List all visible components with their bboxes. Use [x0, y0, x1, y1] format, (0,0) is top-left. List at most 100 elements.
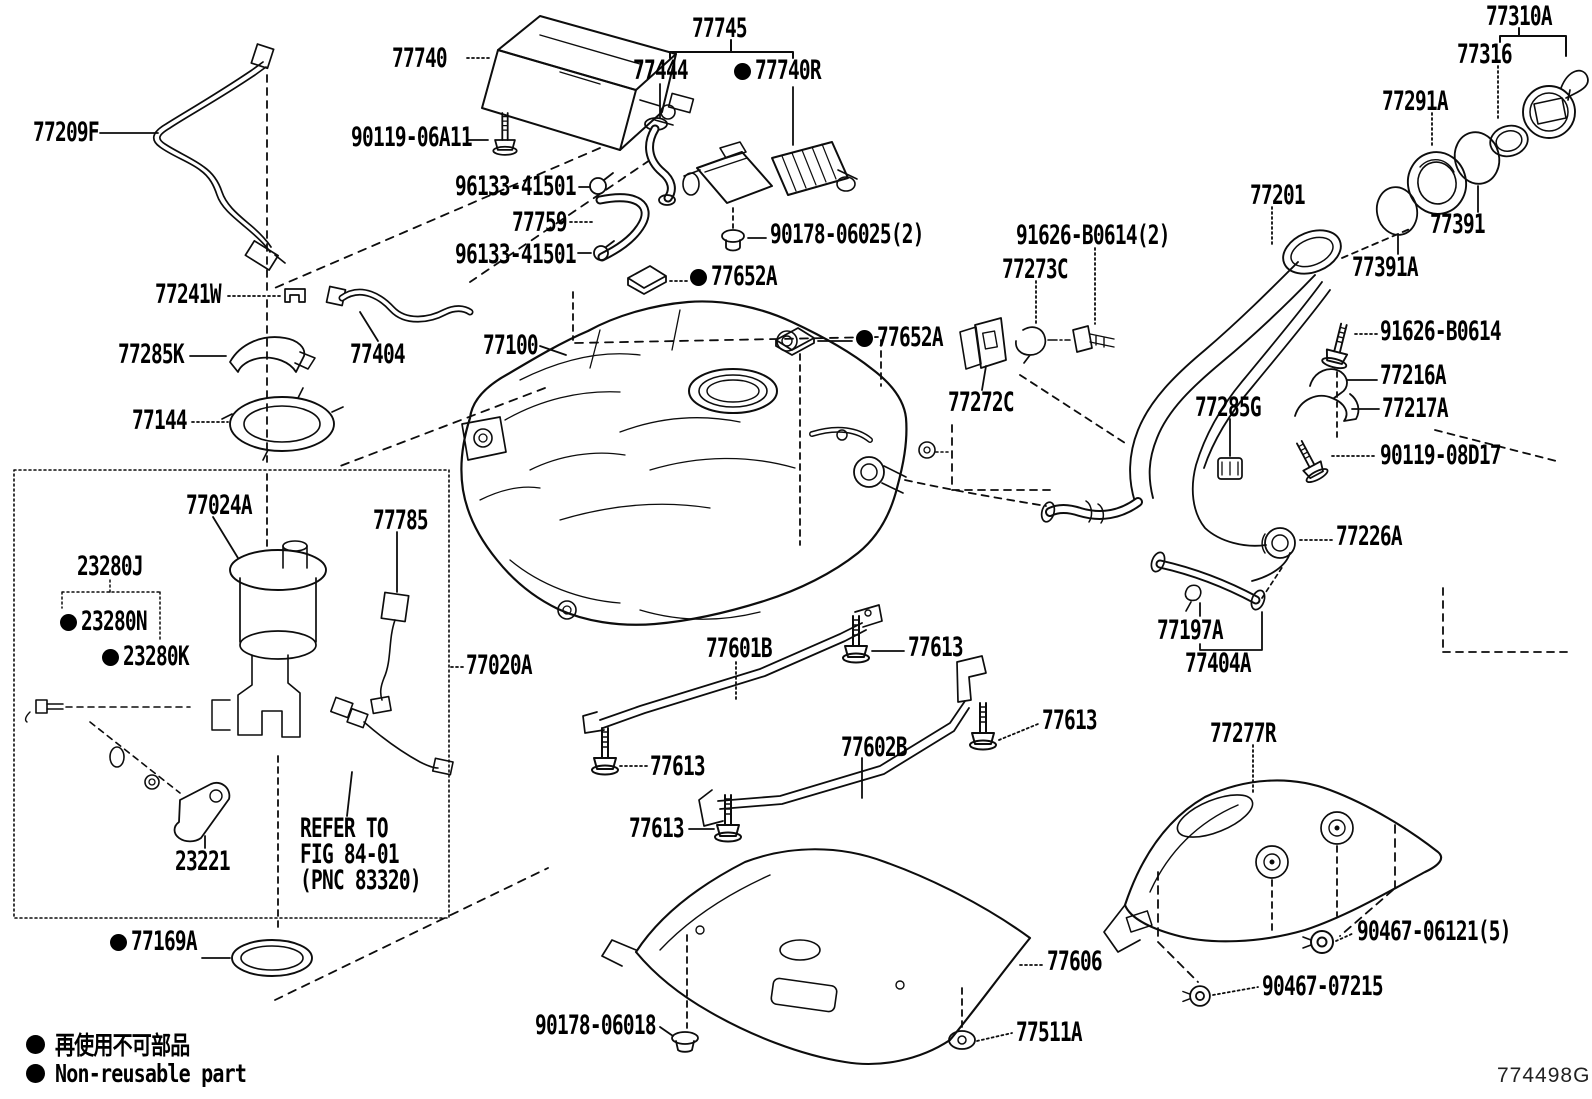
part-label-77511A[interactable]: 77511A — [1016, 1017, 1108, 1048]
part-number-text: 90119-08D17 — [1380, 440, 1502, 471]
part-label-77652A-b[interactable]: 77652A — [856, 324, 969, 351]
part-number-text: 77740R — [755, 55, 822, 86]
diagram-code: 774498G — [1497, 1064, 1591, 1087]
tank-cushion-77652A — [572, 265, 882, 546]
tank-bands — [582, 604, 1039, 843]
non-reusable-bullet-icon — [856, 330, 873, 347]
part-label-77209F[interactable]: 77209F — [33, 119, 125, 146]
part-number-text: 23280N — [81, 606, 148, 637]
part-label-77024A[interactable]: 77024A — [186, 492, 278, 519]
part-label-91626-B0614-2[interactable]: 91626-B0614(2) — [1016, 222, 1230, 249]
part-label-90119-08D17[interactable]: 90119-08D17 — [1380, 440, 1548, 471]
refer-note-line: FIG 84-01 — [300, 839, 400, 870]
part-number-text: 77613 — [1042, 705, 1098, 736]
part-label-77201[interactable]: 77201 — [1250, 180, 1326, 211]
part-label-77391A[interactable]: 77391A — [1352, 254, 1444, 281]
fuel-vapor-hose-77759 — [569, 172, 650, 262]
part-label-77404A[interactable]: 77404A — [1185, 648, 1277, 679]
part-label-77273C[interactable]: 77273C — [1002, 254, 1094, 285]
part-label-77652A-a[interactable]: 77652A — [690, 263, 803, 290]
part-label-90467-06121[interactable]: 90467-06121(5) — [1357, 916, 1571, 947]
part-label-77606[interactable]: 77606 — [1047, 946, 1123, 977]
part-label-23280J[interactable]: 23280J — [77, 553, 169, 580]
part-label-77740R[interactable]: 77740R — [734, 55, 847, 86]
part-number-text: 77511A — [1016, 1017, 1083, 1048]
part-label-77291A[interactable]: 77291A — [1382, 86, 1474, 117]
part-number-text: 77785 — [373, 505, 429, 536]
part-label-77613-d[interactable]: 77613 — [629, 813, 705, 844]
part-label-77391[interactable]: 77391 — [1430, 209, 1506, 240]
part-number-text: 77197A — [1157, 615, 1224, 646]
part-label-77169A[interactable]: 77169A — [110, 928, 223, 955]
part-number-text: 77273C — [1002, 254, 1069, 285]
part-label-23221[interactable]: 23221 — [175, 848, 251, 875]
part-number-text: 77391 — [1430, 209, 1486, 240]
part-number-text: 77020A — [466, 650, 533, 681]
part-label-90178-06018[interactable]: 90178-06018 — [535, 1012, 703, 1039]
part-label-77241W[interactable]: 77241W — [155, 281, 247, 308]
non-reusable-bullet-icon — [690, 269, 707, 286]
part-label-77144[interactable]: 77144 — [132, 405, 208, 436]
part-number-text: 77291A — [1382, 86, 1449, 117]
part-label-77601B[interactable]: 77601B — [706, 635, 798, 662]
legend-row-en: Non-reusable part — [26, 1057, 294, 1088]
part-label-77613-b[interactable]: 77613 — [1042, 705, 1118, 736]
part-number-text: 77602B — [841, 732, 908, 763]
part-label-77745[interactable]: 77745 — [692, 15, 768, 42]
part-label-77285G[interactable]: 77285G — [1195, 392, 1287, 423]
non-reusable-bullet-icon — [734, 63, 751, 80]
charcoal-canister-77740 — [269, 15, 695, 291]
legend-text-en: Non-reusable part — [55, 1058, 247, 1088]
part-label-77216A[interactable]: 77216A — [1380, 362, 1472, 389]
part-number-text: 77613 — [629, 813, 685, 844]
part-number-text: 90178-06025(2) — [770, 219, 924, 250]
part-label-77020A[interactable]: 77020A — [466, 650, 558, 681]
part-label-77217A[interactable]: 77217A — [1382, 395, 1474, 422]
part-label-77285K[interactable]: 77285K — [118, 341, 210, 368]
part-label-77316[interactable]: 77316 — [1457, 41, 1533, 68]
part-label-77444[interactable]: 77444 — [633, 57, 709, 84]
part-label-77759[interactable]: 77759 — [512, 209, 588, 236]
part-label-23280N[interactable]: 23280N — [60, 606, 173, 637]
part-label-91626-B0614[interactable]: 91626-B0614 — [1380, 318, 1548, 345]
legend-row-jp: 再使用不可部品 — [26, 1026, 294, 1060]
part-label-96133-41501-b[interactable]: 96133-41501 — [455, 241, 623, 268]
part-label-96133-41501-a[interactable]: 96133-41501 — [455, 173, 623, 200]
non-reusable-bullet-icon — [26, 1063, 45, 1083]
part-label-23280K[interactable]: 23280K — [102, 643, 215, 670]
part-label-77785[interactable]: 77785 — [373, 505, 449, 536]
part-label-77404[interactable]: 77404 — [350, 341, 426, 368]
part-number-text: 77613 — [908, 632, 964, 663]
part-number-text: 90467-06121(5) — [1357, 916, 1511, 947]
part-number-text: 77285G — [1195, 392, 1262, 423]
part-label-77197A[interactable]: 77197A — [1157, 615, 1249, 646]
part-number-text: 77277R — [1210, 718, 1277, 749]
part-number-text: 77404A — [1185, 648, 1252, 679]
part-label-90467-07215[interactable]: 90467-07215 — [1262, 973, 1430, 1000]
part-number-text: 77100 — [483, 330, 539, 361]
part-number-text: 77144 — [132, 405, 188, 436]
part-label-77277R[interactable]: 77277R — [1210, 718, 1302, 749]
part-number-text: 77201 — [1250, 180, 1306, 211]
part-number-text: 77272C — [948, 387, 1015, 418]
non-reusable-bullet-icon — [110, 934, 127, 951]
part-label-77613-c[interactable]: 77613 — [650, 751, 726, 782]
part-number-text: 90119-06A11 — [351, 122, 473, 153]
part-label-77272C[interactable]: 77272C — [948, 387, 1040, 418]
valve-assembly-77745 — [644, 39, 858, 252]
fuel-cap-77310A — [1341, 27, 1589, 259]
part-label-77602B[interactable]: 77602B — [841, 732, 933, 763]
fuel-pump-module-77020A — [13, 469, 549, 1001]
part-number-text: 77613 — [650, 751, 706, 782]
part-label-77100[interactable]: 77100 — [483, 330, 559, 361]
part-number-text: 77740 — [392, 43, 448, 74]
part-label-77226A[interactable]: 77226A — [1336, 523, 1428, 550]
part-label-77740[interactable]: 77740 — [392, 43, 468, 74]
part-label-90178-06025[interactable]: 90178-06025(2) — [770, 219, 984, 250]
part-label-77613-a[interactable]: 77613 — [908, 632, 984, 663]
part-number-text: 77606 — [1047, 946, 1103, 977]
non-reusable-bullet-icon — [26, 1034, 45, 1054]
part-label-90119-06A11[interactable]: 90119-06A11 — [351, 122, 519, 153]
part-label-77310A[interactable]: 77310A — [1486, 3, 1578, 30]
